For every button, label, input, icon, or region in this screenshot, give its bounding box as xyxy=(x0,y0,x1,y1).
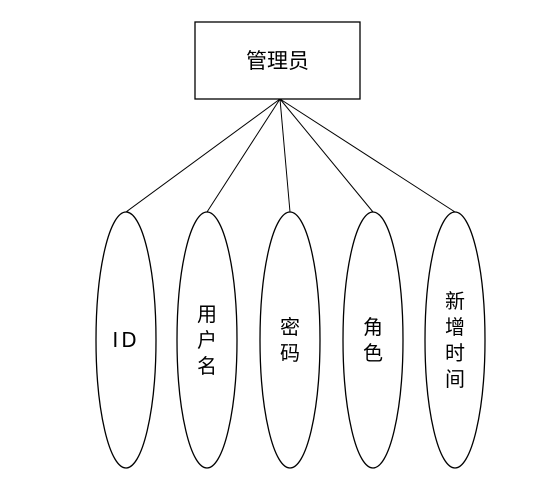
connector-password xyxy=(279,98,291,213)
attribute-label: ID xyxy=(112,328,139,352)
attribute-label-char: 用 xyxy=(197,302,217,326)
connector-role xyxy=(279,98,374,213)
attribute-ellipse xyxy=(342,211,404,469)
attribute-label-char: 增 xyxy=(445,315,465,339)
attribute-username: 用户名 xyxy=(176,211,238,469)
attribute-label-char: 色 xyxy=(363,341,383,365)
attribute-label-char: 角 xyxy=(363,315,383,339)
attribute-add-time: 新增时间 xyxy=(424,211,486,469)
attribute-label-char: 时 xyxy=(445,341,465,365)
entity-box: 管理员 xyxy=(194,21,361,100)
entity-rect xyxy=(194,21,361,100)
entity-label: 管理员 xyxy=(246,49,309,73)
attribute-label: 密码 xyxy=(280,315,300,365)
attribute-ellipse xyxy=(95,211,157,469)
attribute-ellipse xyxy=(176,211,238,469)
attribute-role: 角色 xyxy=(342,211,404,469)
attribute-label: 新增时间 xyxy=(445,289,465,391)
connector-id xyxy=(125,98,281,213)
attribute-label-char: 间 xyxy=(445,367,465,391)
connector-add-time xyxy=(279,98,456,213)
attribute-label-char: 码 xyxy=(280,341,300,365)
attribute-ellipse xyxy=(259,211,321,469)
connector-username xyxy=(206,98,281,213)
attribute-password: 密码 xyxy=(259,211,321,469)
attribute-label-char: 密 xyxy=(280,315,300,339)
attribute-ellipse xyxy=(424,211,486,469)
attribute-label-char: 新 xyxy=(445,289,465,313)
attribute-id: ID xyxy=(95,211,157,469)
attribute-label: 角色 xyxy=(363,315,383,365)
attribute-label-char: 名 xyxy=(197,354,217,378)
attribute-label: 用户名 xyxy=(197,302,217,378)
attribute-label-char: 户 xyxy=(197,328,217,352)
